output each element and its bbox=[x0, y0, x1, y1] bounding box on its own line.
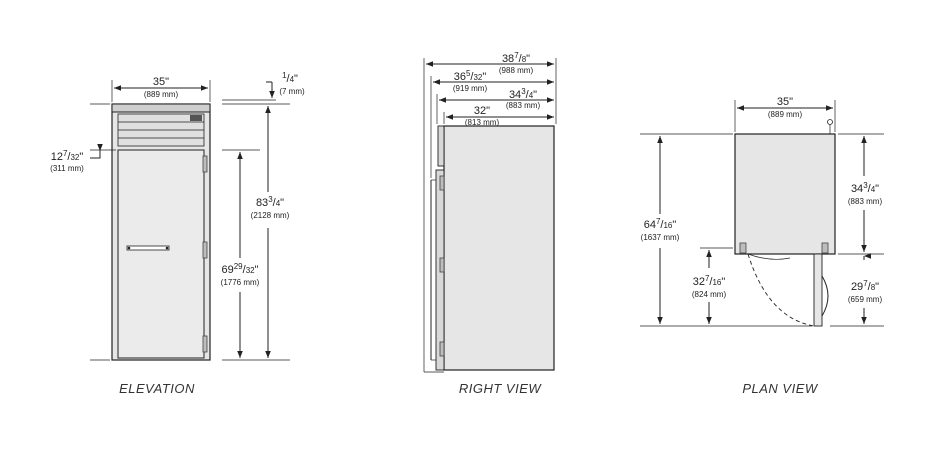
plan-view-cabinet-depth-mm: (883 mm) bbox=[848, 197, 883, 206]
hinge-top bbox=[202, 155, 208, 173]
door-swing-arc bbox=[747, 253, 815, 327]
right-view-cabinet bbox=[443, 125, 555, 371]
plan-view-door-clearance-mm: (659 mm) bbox=[848, 295, 883, 304]
plan-view-total-depth-label: 647/16" bbox=[644, 217, 677, 231]
right-view: 387/8" (988 mm) 365/32" (919 mm) 343/4" … bbox=[423, 51, 557, 396]
plan-view-width-mm: (889 mm) bbox=[768, 110, 803, 119]
elevation-door bbox=[117, 149, 205, 359]
elevation-width-mm: (889 mm) bbox=[144, 90, 179, 99]
plan-view-hinge-left bbox=[739, 242, 747, 254]
door-handle bbox=[126, 245, 170, 251]
right-view-depth-door-mm: (883 mm) bbox=[506, 101, 541, 110]
elevation-door-height-label: 6929/32" bbox=[221, 262, 258, 276]
plan-view-width-label: 35" bbox=[777, 96, 793, 108]
elevation-overall-height-mm: (2128 mm) bbox=[251, 211, 290, 220]
elevation-overall-height-label: 833/4" bbox=[256, 195, 284, 209]
elevation-top-clearance-label: 1/4" bbox=[282, 71, 298, 85]
hinge-bottom bbox=[202, 335, 208, 353]
power-cord-icon bbox=[827, 119, 833, 125]
right-view-hinge-top bbox=[439, 175, 445, 191]
plan-view-door-clearance-label: 297/8" bbox=[851, 279, 879, 293]
elevation-upper-height-mm: (311 mm) bbox=[50, 164, 84, 173]
elevation-width-label: 35" bbox=[153, 76, 169, 88]
elevation-upper-height-label: 127/32" bbox=[51, 149, 84, 163]
plan-view-total-depth-mm: (1637 mm) bbox=[641, 233, 680, 242]
plan-view-open-door bbox=[813, 253, 823, 327]
plan-view-caption: PLAN VIEW bbox=[742, 381, 819, 396]
elevation-view: 35" (889 mm) 127/32" (311 mm) 1/4" (7 mm… bbox=[50, 71, 305, 396]
plan-view-door-swing-mm: (824 mm) bbox=[692, 290, 727, 299]
right-view-overall-depth-mm: (988 mm) bbox=[499, 66, 534, 75]
right-view-depth-door-label: 343/4" bbox=[509, 87, 537, 101]
hinge-mid bbox=[202, 241, 208, 259]
plan-view-cabinet bbox=[734, 133, 836, 255]
right-view-overall-depth-label: 387/8" bbox=[502, 51, 530, 65]
right-view-body-depth-mm: (813 mm) bbox=[465, 118, 500, 127]
right-view-hinge-bottom bbox=[439, 341, 445, 357]
plan-view-handle bbox=[821, 275, 829, 317]
elevation-door-height-mm: (1776 mm) bbox=[221, 278, 260, 287]
right-view-caption: RIGHT VIEW bbox=[459, 381, 543, 396]
plan-view-door-swing-label: 327/16" bbox=[693, 274, 726, 288]
right-view-top-section bbox=[437, 125, 445, 167]
elevation-top-cap bbox=[111, 103, 211, 113]
right-view-hinge-mid bbox=[439, 257, 445, 273]
plan-view-cabinet-depth-label: 343/4" bbox=[851, 181, 879, 195]
control-badge bbox=[190, 115, 202, 121]
right-view-depth-handle-mm: (919 mm) bbox=[453, 84, 488, 93]
elevation-caption: ELEVATION bbox=[119, 381, 195, 396]
elevation-top-clearance-mm: (7 mm) bbox=[279, 87, 305, 96]
plan-view: 35" (889 mm) 647/16" (1637 mm) 327/16" (… bbox=[640, 96, 884, 396]
right-view-body-depth-label: 32" bbox=[474, 105, 490, 117]
right-view-depth-handle-label: 365/32" bbox=[454, 69, 487, 83]
plan-view-hinge-right bbox=[821, 242, 829, 254]
